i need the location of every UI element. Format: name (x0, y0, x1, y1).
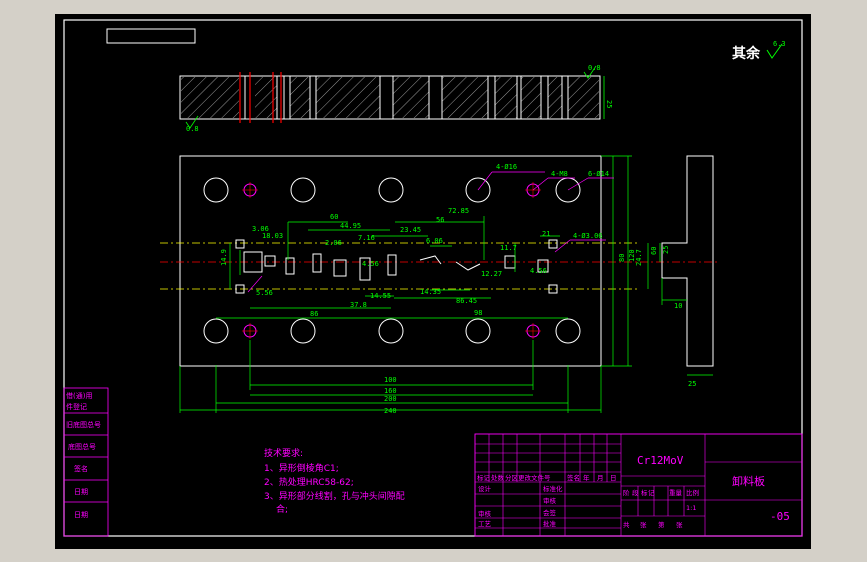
dim-4-56-b: 4.56 (530, 267, 547, 275)
dim-4-56: 4.56 (362, 260, 379, 268)
dim-98: 98 (474, 309, 482, 317)
dim-6-06: 6.06 (426, 237, 443, 245)
tech-notes-title: 技术要求: (264, 447, 303, 459)
rev-cell-base: 底图总号 (68, 442, 96, 451)
dim-14-9: 14.9 (220, 249, 228, 266)
model-space (55, 14, 811, 549)
tb-role-check: 审核 (478, 509, 492, 518)
material-text: Cr12MoV (637, 454, 684, 467)
dim-24-7: 24.7 (635, 249, 643, 266)
dim-86-45: 86.45 (456, 297, 477, 305)
dim-80: 80 (618, 254, 626, 262)
tb-role-standard: 标准化 (543, 484, 563, 493)
tb-role-approve: 批准 (543, 519, 557, 528)
dim-37-8: 37.8 (350, 301, 367, 309)
callout-4-m8: 4-M8 (551, 170, 568, 178)
dim-60-right: 60 (650, 247, 658, 255)
dim-14-55: 14.55 (370, 292, 391, 300)
tb-role-design: 设计 (478, 484, 492, 493)
tb-col-zone: 分区 (505, 473, 519, 482)
tb-sheet-unit-2: 张 (676, 520, 683, 529)
dim-200: 200 (384, 395, 397, 403)
dim-18-03: 18.03 (262, 232, 283, 240)
end-dim-25-bottom: 25 (688, 380, 696, 388)
dim-14-35: 14.35 (420, 288, 441, 296)
drawing-frame (63, 19, 803, 537)
dim-160: 160 (384, 387, 397, 395)
rev-cell-register: 件登记 (66, 402, 87, 411)
tb-stage-3: 标 (641, 488, 648, 497)
tb-col-month: 月 (597, 474, 604, 482)
tech-note-2: 2、热处理HRC58-62; (264, 476, 354, 488)
tb-col-sign: 签名 (567, 473, 580, 482)
roughness-value: 6.3 (773, 40, 786, 48)
tb-col-day: 日 (610, 474, 617, 482)
callout-4-phi3-06: 4-Ø3.06 (573, 232, 603, 240)
rev-cell-borrow: 借(通)用 (66, 391, 92, 400)
rev-cell-date: 日期 (74, 488, 88, 496)
tb-stage-1: 阶 (623, 488, 630, 497)
side-roughness-top: 0.8 (588, 64, 601, 72)
dim-44-95: 44.95 (340, 222, 361, 230)
revision-column: 借(通)用 件登记 旧底图总号 底图总号 签名 日期 日期 (63, 387, 109, 537)
callout-6-phi14: 6-Ø14 (588, 170, 609, 178)
title-block: 标记 处数 分区 更改文件号 签名 年 月 日 设计 审核 工艺 标准化 审核 … (474, 433, 803, 537)
dim-5-56: 5.56 (256, 289, 273, 297)
side-section-view: 25 0.8 0.8 (179, 64, 613, 133)
dim-120: 120 (628, 249, 636, 262)
rev-cell-sign: 签名 (74, 464, 88, 473)
dim-240: 240 (384, 407, 397, 415)
technical-requirements: 技术要求: 1、异形倒棱角C1; 2、热处理HRC58-62; 3、异形部分线割… (264, 447, 405, 515)
tb-col-mark: 标记 (477, 473, 491, 482)
tb-col-doc-no: 更改文件号 (518, 473, 551, 482)
dim-86: 86 (310, 310, 318, 318)
tb-sheet-unit-1: 张 (640, 520, 647, 529)
end-dim-25-top: 25 (662, 246, 670, 254)
tech-note-3-cont: 合; (276, 503, 288, 515)
tb-weight: 重量 (669, 489, 683, 497)
tb-stage-4: 记 (648, 489, 655, 497)
rev-cell-date-2: 日期 (74, 511, 88, 519)
dim-60: 60 (330, 213, 338, 221)
dim-7-16: 7.16 (358, 234, 375, 242)
part-name-text: 卸料板 (732, 474, 765, 488)
roughness-label: 其余 (732, 45, 761, 62)
callout-4-phi16: 4-Ø16 (496, 163, 517, 171)
end-dim-10: 10 (674, 302, 682, 310)
dim-21: 21 (542, 230, 550, 238)
plan-view: 60 44.95 7.16 23.45 56 72.85 3.06 18.03 … (160, 155, 720, 415)
tb-sheet-no: 第 (658, 520, 665, 529)
dim-56: 56 (436, 216, 444, 224)
drawing-number-box (106, 28, 196, 44)
tb-role-countersign: 会签 (543, 508, 557, 517)
surface-roughness-note: 其余 6.3 (732, 40, 786, 62)
dim-3-06: 3.06 (252, 225, 269, 233)
tb-sheet-total: 共 (623, 520, 630, 529)
tb-scale-label: 比例 (686, 488, 699, 497)
rev-cell-old-base: 旧底图总号 (66, 420, 101, 429)
tech-note-3: 3、异形部分线割，孔与冲头间隙配 (264, 490, 405, 502)
dim-72-85: 72.85 (448, 207, 469, 215)
dim-12-27: 12.27 (481, 270, 502, 278)
tech-note-1: 1、异形倒棱角C1; (264, 462, 339, 474)
dim-23-45: 23.45 (400, 226, 421, 234)
tb-stage-2: 段 (632, 488, 639, 497)
side-height-dim: 25 (605, 100, 613, 108)
side-roughness-bottom: 0.8 (186, 125, 199, 133)
tb-col-year: 年 (583, 473, 590, 482)
end-view: 10 25 25 (661, 155, 714, 388)
tb-role-review: 审核 (543, 496, 557, 505)
dim-100: 100 (384, 376, 397, 384)
drawing-number-text: -05 (770, 510, 790, 523)
dim-11-7: 11.7 (500, 244, 517, 252)
tb-scale-value: 1:1 (686, 504, 696, 512)
tb-col-count: 处数 (491, 473, 505, 482)
dim-2-06: 2.06 (325, 239, 342, 247)
tb-role-process: 工艺 (478, 520, 492, 528)
